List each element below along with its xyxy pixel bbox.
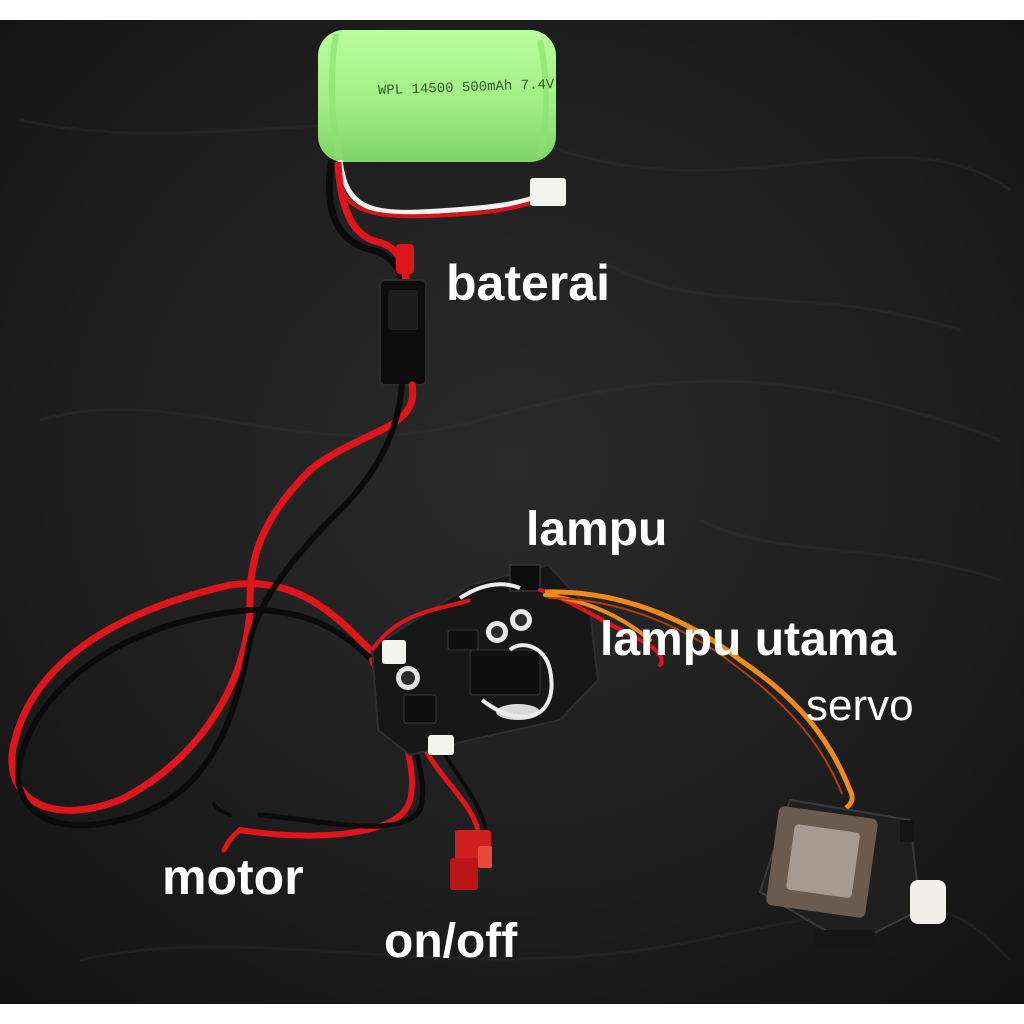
battery-pack: WPL 14500 500mAh 7.4V (318, 30, 556, 162)
battery-print: WPL 14500 500mAh 7.4V (378, 77, 555, 99)
label-motor: motor (162, 849, 304, 905)
label-lampu-utama: lampu utama (600, 613, 897, 666)
servo-cable (544, 589, 855, 810)
motor-wire-ends (212, 802, 243, 853)
label-on-off: on/off (384, 915, 518, 968)
lamp-wires (538, 588, 664, 667)
balance-lead (334, 159, 566, 219)
battery-connector (379, 279, 427, 386)
label-servo: servo (806, 681, 914, 730)
controller-board (370, 563, 600, 757)
servo-motor (758, 798, 946, 948)
label-lampu: lampu (526, 503, 668, 556)
label-baterai: baterai (446, 255, 610, 311)
